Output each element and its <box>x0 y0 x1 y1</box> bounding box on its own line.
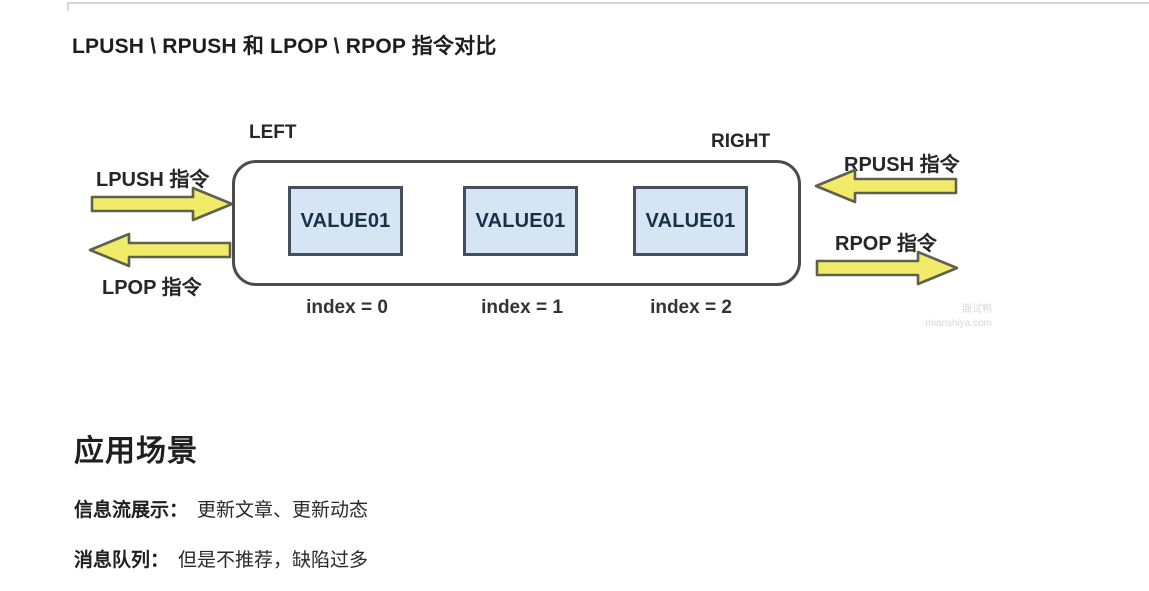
section-heading: 应用场景 <box>74 435 198 468</box>
rpop-command-label: RPOP 指令 <box>835 233 937 255</box>
index-label-2: index = 2 <box>650 297 732 318</box>
usage-line-feed-text: 更新文章、更新动态 <box>197 500 369 521</box>
rpush-left-arrow-icon <box>814 168 958 204</box>
usage-line-queue-label: 消息队列： <box>74 550 170 571</box>
watermark-brand: 面试鸭 <box>962 304 992 315</box>
left-end-label: LEFT <box>249 122 297 143</box>
list-element-1: VALUE01 <box>463 186 578 256</box>
usage-line-feed-label: 信息流展示： <box>74 500 189 521</box>
index-label-1: index = 1 <box>481 297 563 318</box>
top-divider-line <box>67 2 1149 4</box>
lpop-left-arrow-icon <box>88 232 232 268</box>
page-title: LPUSH \ RPUSH 和 LPOP \ RPOP 指令对比 <box>72 35 497 58</box>
lpush-command-label: LPUSH 指令 <box>96 169 210 191</box>
watermark: 面试鸭 mianshiya.com <box>908 303 992 331</box>
index-label-0: index = 0 <box>306 297 388 318</box>
usage-line-feed: 信息流展示： 更新文章、更新动态 <box>74 495 368 522</box>
usage-line-queue-text: 但是不推荐，缺陷过多 <box>178 550 369 571</box>
rpush-command-label: RPUSH 指令 <box>844 154 960 176</box>
lpop-command-label: LPOP 指令 <box>102 277 202 299</box>
list-element-0: VALUE01 <box>288 186 403 256</box>
top-divider-tick <box>67 2 69 11</box>
list-element-2: VALUE01 <box>633 186 748 256</box>
right-end-label: RIGHT <box>711 131 771 152</box>
rpop-right-arrow-icon <box>815 250 959 286</box>
watermark-domain: mianshiya.com <box>925 318 992 329</box>
lpush-right-arrow-icon <box>90 186 234 222</box>
usage-line-queue: 消息队列： 但是不推荐，缺陷过多 <box>74 545 368 572</box>
